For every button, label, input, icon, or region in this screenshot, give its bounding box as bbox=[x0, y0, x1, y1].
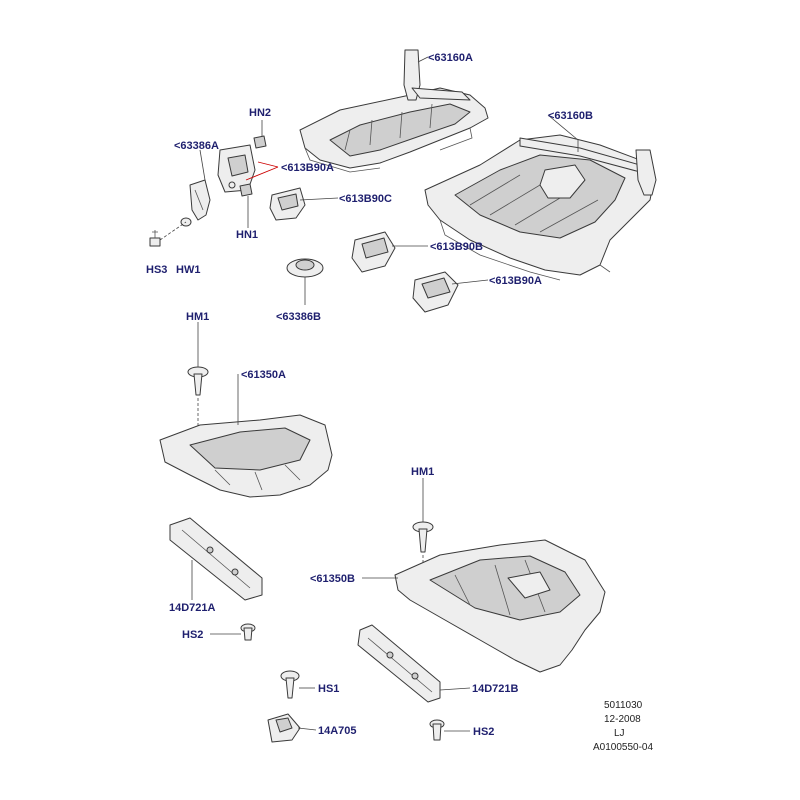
drawing-initials: LJ bbox=[614, 728, 625, 739]
callout-63160A: <63160A bbox=[428, 52, 473, 64]
drawing-date: 12-2008 bbox=[604, 714, 641, 725]
callout-14D721A: 14D721A bbox=[169, 602, 216, 614]
callout-63386A: <63386A bbox=[174, 140, 219, 152]
drawing-code: 5011030 bbox=[604, 700, 643, 711]
callout-14D721B: 14D721B bbox=[472, 683, 519, 695]
bolt-hs3 bbox=[149, 230, 161, 247]
floor-panel-61350A bbox=[159, 414, 333, 498]
callout-61350B: <61350B bbox=[310, 573, 355, 585]
callout-hs2-right: HS2 bbox=[473, 726, 494, 738]
callout-63386B: <63386B bbox=[276, 311, 321, 323]
leader-lines bbox=[191, 56, 579, 732]
hinge-613B90A-lower bbox=[412, 271, 459, 313]
callout-hs2-left: HS2 bbox=[182, 629, 203, 641]
drawing-reference: A0100550-04 bbox=[593, 742, 653, 753]
highlight-leader bbox=[245, 161, 279, 181]
callout-hm1-lower: HM1 bbox=[411, 466, 434, 478]
screw-hm1-upper bbox=[187, 366, 209, 396]
hinge-613B90C bbox=[269, 187, 306, 221]
clip-14A705 bbox=[267, 713, 301, 743]
screw-hs1 bbox=[280, 670, 300, 699]
trim-14D721B bbox=[357, 624, 441, 703]
callout-hn2: HN2 bbox=[249, 107, 271, 119]
callout-63160B: <63160B bbox=[548, 110, 593, 122]
trim-14D721A bbox=[169, 517, 263, 601]
callout-hs3: HS3 bbox=[146, 264, 167, 276]
callout-613B90A-upper: <613B90A bbox=[281, 162, 334, 174]
callout-hs1: HS1 bbox=[318, 683, 339, 695]
bracket-63386A bbox=[189, 179, 211, 221]
hinge-613B90B bbox=[351, 231, 396, 273]
callout-14A705: 14A705 bbox=[318, 725, 357, 737]
callout-613B90B: <613B90B bbox=[430, 241, 483, 253]
callout-hm1-upper: HM1 bbox=[186, 311, 209, 323]
screw-hm1-lower bbox=[412, 521, 434, 553]
floor-panel-61350B bbox=[394, 539, 606, 673]
nut-hn1 bbox=[239, 183, 253, 197]
callout-61350A: <61350A bbox=[241, 369, 286, 381]
nut-hn2 bbox=[253, 135, 267, 149]
callout-613B90A-lower: <613B90A bbox=[489, 275, 542, 287]
seat-frame-63160A bbox=[299, 49, 489, 173]
grommet-63386B bbox=[286, 258, 324, 278]
screw-hs2-left bbox=[240, 623, 256, 641]
screw-hs2-right bbox=[429, 719, 445, 741]
callout-613B90C: <613B90C bbox=[339, 193, 392, 205]
callout-hn1: HN1 bbox=[236, 229, 258, 241]
seat-frame-63160B bbox=[424, 134, 657, 281]
callout-hw1: HW1 bbox=[176, 264, 200, 276]
